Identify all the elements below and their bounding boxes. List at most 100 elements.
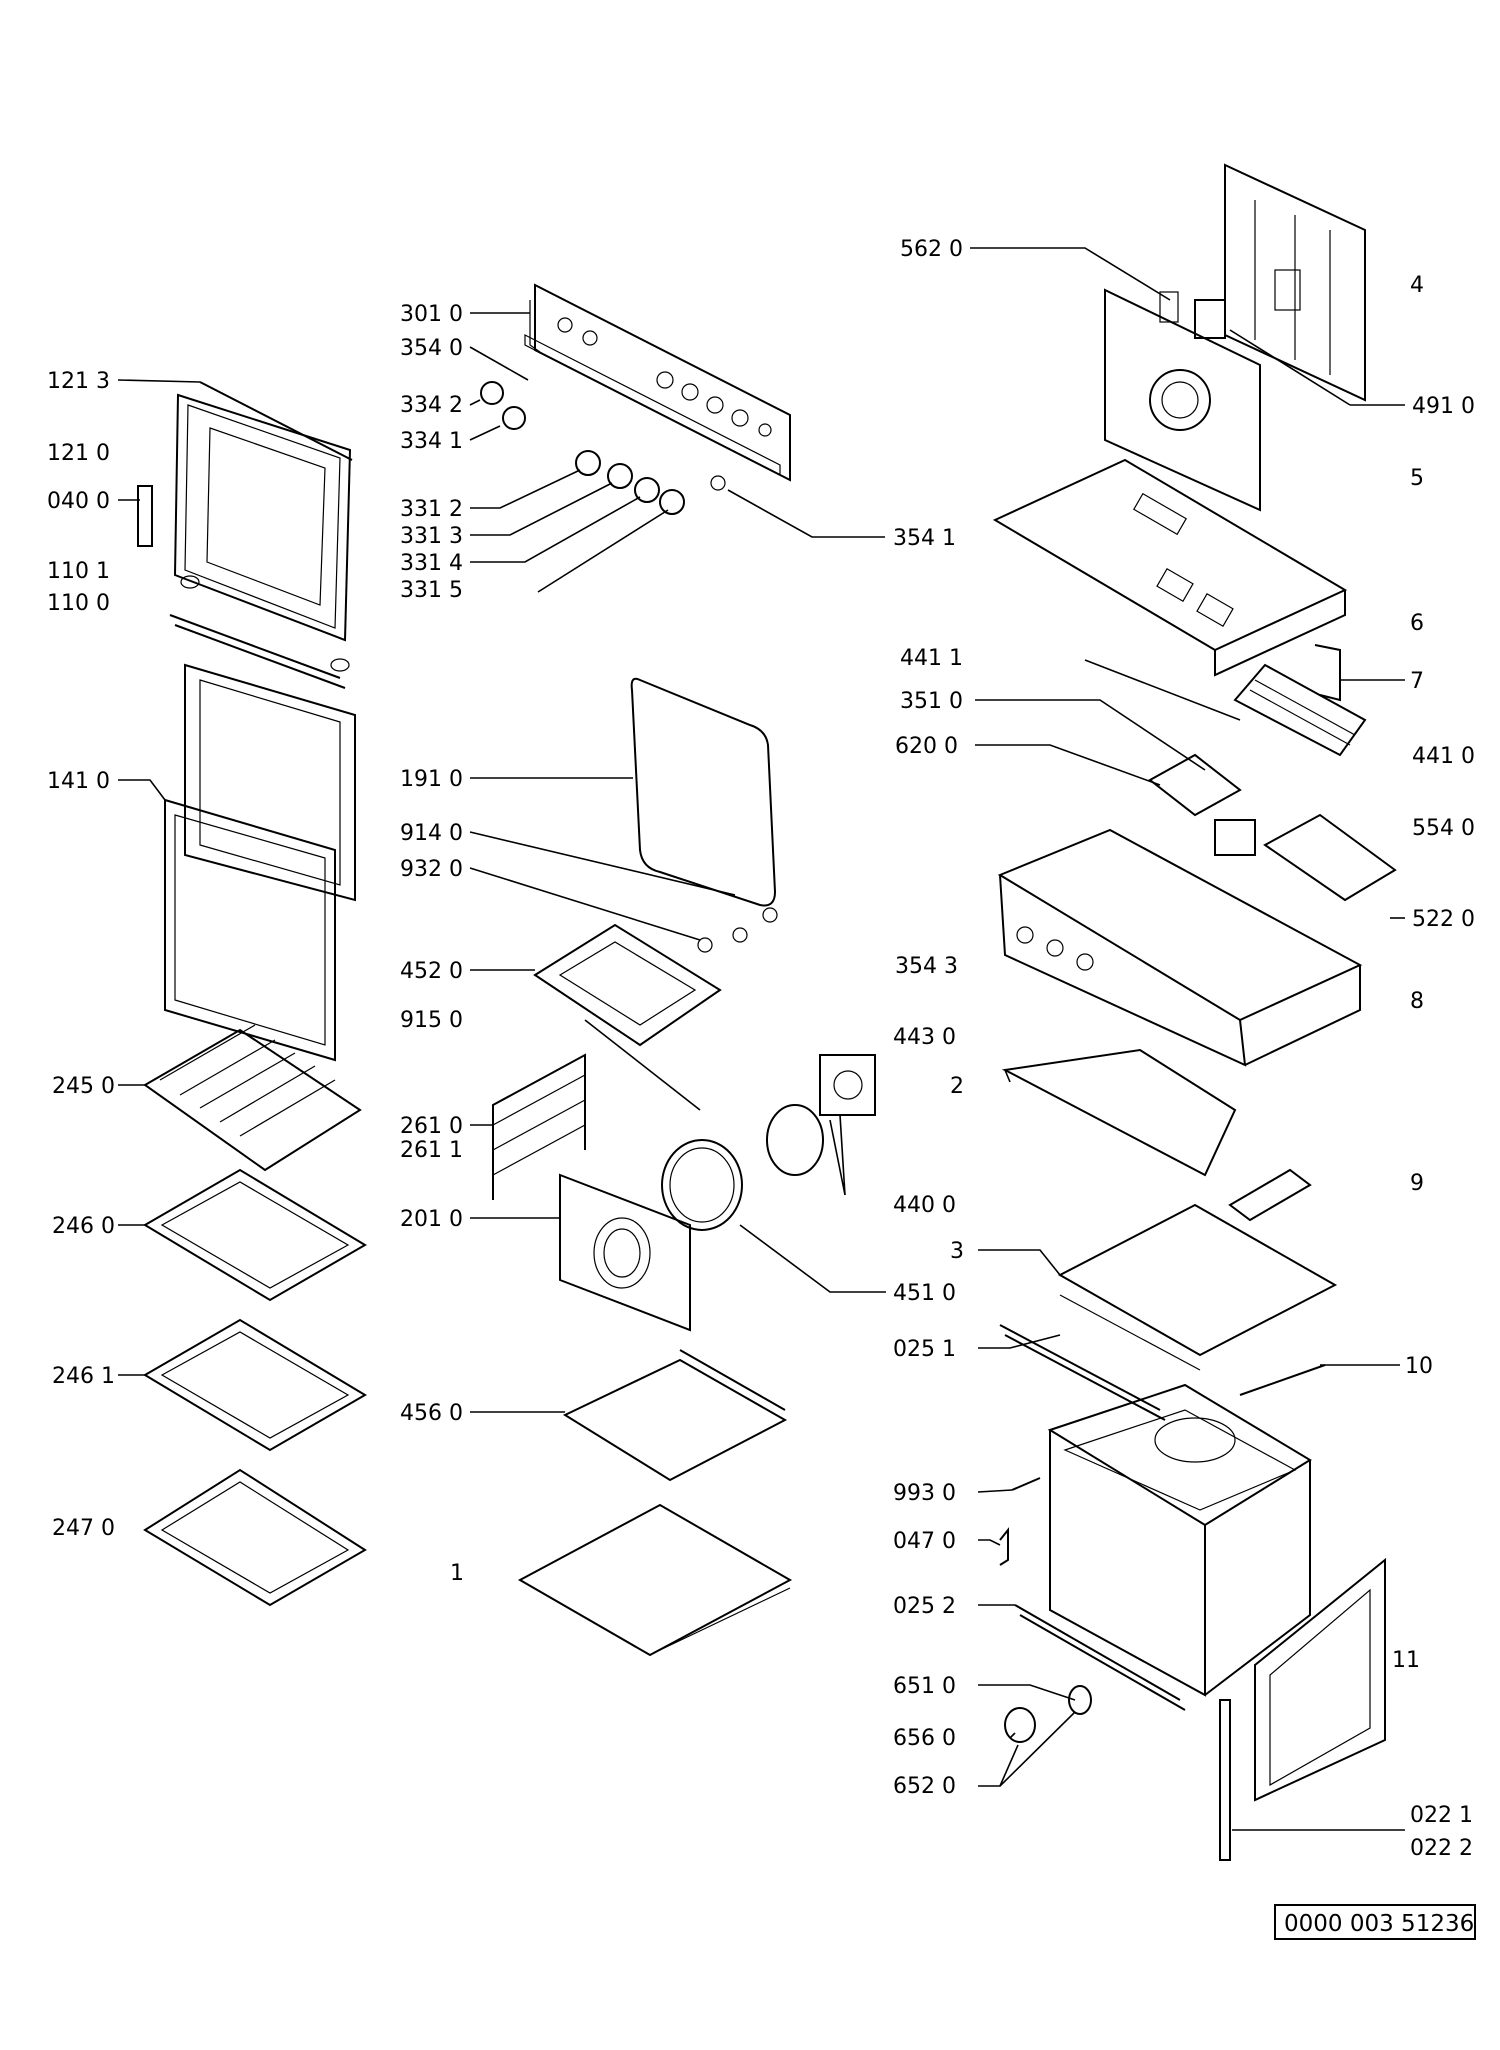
bracket-part [1314,644,1341,702]
oven-rack-part [143,1024,362,1172]
fan-motor-part [766,1054,876,1176]
label-121-0: 121 0 [47,441,110,466]
cooling-fan-part [1233,663,1367,757]
label-2: 2 [950,1074,964,1099]
label-5: 5 [1410,466,1424,491]
heating-element-part [533,907,778,1047]
label-9: 9 [1410,1171,1424,1196]
side-rail-part [1014,1604,1186,1711]
label-441-0: 441 0 [1412,744,1475,769]
label-247-0: 247 0 [52,1516,115,1541]
label-110-0: 110 0 [47,591,110,616]
door-switch-part [1228,1168,1312,1222]
label-331-2: 331 2 [400,497,463,522]
top-cover-part [992,458,1348,677]
label-246-1: 246 1 [52,1364,115,1389]
label-354-3: 354 3 [895,954,958,979]
screw-part [1011,1477,1041,1491]
label-121-3: 121 3 [47,369,110,394]
leader-lines [117,247,1405,1831]
label-554-0: 554 0 [1412,816,1475,841]
switch-block-part [1148,753,1397,902]
label-3: 3 [950,1239,964,1264]
label-025-2: 025 2 [893,1594,956,1619]
label-1: 1 [450,1561,464,1586]
control-panel-part [524,283,791,482]
document-id-box: 0000 003 51236 [1274,1904,1476,1940]
label-351-0: 351 0 [900,689,963,714]
label-191-0: 191 0 [400,767,463,792]
wiring-diagram-panel-part [1224,163,1366,402]
control-knobs-part [480,381,726,515]
label-354-0: 354 0 [400,336,463,361]
fan-element-part [661,1139,743,1231]
label-993-0: 993 0 [893,1481,956,1506]
strip-part [1239,1364,1326,1396]
lamp-part [1004,1685,1092,1743]
label-245-0: 245 0 [52,1074,115,1099]
document-id: 0000 003 51236 [1284,1911,1474,1937]
label-10: 10 [1405,1354,1433,1379]
label-451-0: 451 0 [893,1281,956,1306]
label-11: 11 [1392,1648,1420,1673]
label-562-0: 562 0 [900,237,963,262]
label-334-1: 334 1 [400,429,463,454]
inner-door-part [1254,1557,1386,1802]
label-141-0: 141 0 [47,769,110,794]
label-331-4: 331 4 [400,551,463,576]
label-354-1: 354 1 [893,526,956,551]
bottom-heater-part [562,1349,788,1482]
label-7: 7 [1410,669,1424,694]
label-331-5: 331 5 [400,578,463,603]
oven-cavity-part [1047,1383,1312,1697]
label-440-0: 440 0 [893,1193,956,1218]
label-4: 4 [1410,273,1424,298]
label-261-0: 261 0 [400,1114,463,1139]
bottom-tray-part [1057,1203,1338,1371]
rear-wall-part [1104,288,1261,512]
label-110-1: 110 1 [47,559,110,584]
label-651-0: 651 0 [893,1674,956,1699]
slide-rail-part [999,1324,1166,1421]
label-201-0: 201 0 [400,1207,463,1232]
door-frame-part [137,381,353,689]
clip-part [999,1527,1009,1566]
baking-tray-2-part [143,1318,367,1452]
label-261-1: 261 1 [400,1138,463,1163]
label-025-1: 025 1 [893,1337,956,1362]
part-labels: 301 0 354 0 334 2 334 1 331 2 331 3 331 … [47,237,1475,1861]
label-040-0: 040 0 [47,489,110,514]
label-8: 8 [1410,989,1424,1014]
label-620-0: 620 0 [895,734,958,759]
hinge-part [1219,1699,1231,1861]
rear-panel-part [559,1173,691,1332]
label-022-1: 022 1 [1410,1803,1473,1828]
baking-tray-part [143,1168,367,1302]
label-6: 6 [1410,611,1424,636]
label-452-0: 452 0 [400,959,463,984]
label-441-1: 441 1 [900,646,963,671]
door-glass-part [164,663,356,1062]
bottom-plate-part [517,1503,793,1657]
label-331-3: 331 3 [400,524,463,549]
top-plate-part [1001,1048,1237,1177]
label-656-0: 656 0 [893,1726,956,1751]
label-522-0: 522 0 [1412,907,1475,932]
label-491-0: 491 0 [1412,394,1475,419]
side-rack-part [492,1053,586,1200]
label-652-0: 652 0 [893,1774,956,1799]
label-246-0: 246 0 [52,1214,115,1239]
label-047-0: 047 0 [893,1529,956,1554]
label-456-0: 456 0 [400,1401,463,1426]
label-022-2: 022 2 [1410,1836,1473,1861]
baking-tray-3-part [143,1468,367,1607]
label-932-0: 932 0 [400,857,463,882]
label-443-0: 443 0 [893,1025,956,1050]
label-915-0: 915 0 [400,1008,463,1033]
oven-chassis-part [997,828,1363,1067]
label-301-0: 301 0 [400,302,463,327]
label-914-0: 914 0 [400,821,463,846]
oven-seal-part [630,677,777,907]
label-334-2: 334 2 [400,393,463,418]
